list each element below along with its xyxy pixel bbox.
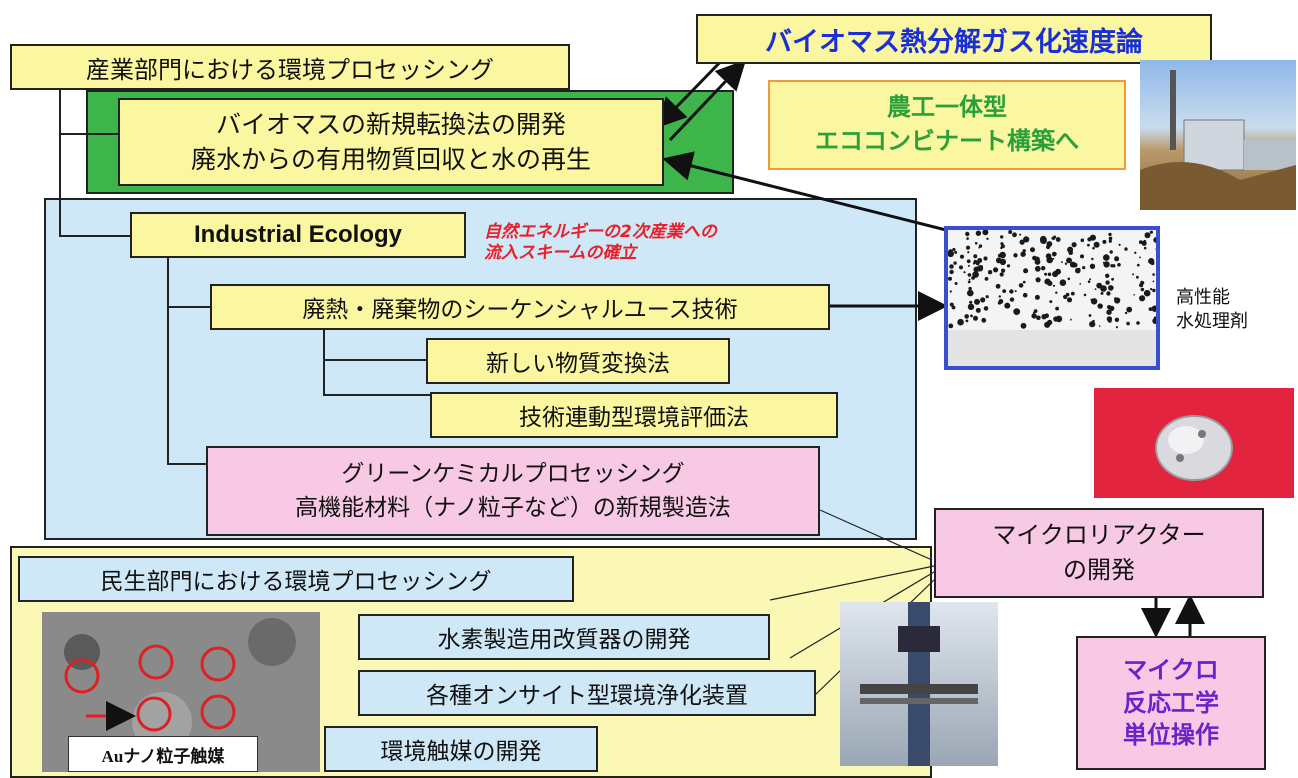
micro-eng-line2: 反応工学 [1123,688,1219,717]
reformer-icon [860,602,978,766]
granules-icon [948,230,1156,366]
red-note: 自然エネルギーの2次産業への 流入スキームの確立 [484,222,844,265]
biomass-box: バイオマスの新規転換法の開発 廃水からの有用物質回収と水の再生 [118,98,664,186]
micro-device-photo [1094,388,1294,498]
hydrogen-box: 水素製造用改質器の開発 [358,614,770,660]
green-chem-line1: グリーンケミカルプロセッシング [341,460,685,487]
micro-eng-line1: マイクロ [1123,656,1219,685]
micro-reactor-line1: マイクロリアクター [992,521,1206,550]
factory-icon [1140,70,1296,210]
water-agent-photo [944,226,1160,370]
industrial-sector-box: 産業部門における環境プロセッシング [10,44,570,90]
catalyst-dev-box: 環境触媒の開発 [324,726,598,772]
factory-photo [1140,60,1296,210]
red-note-line2: 流入スキームの確立 [484,243,637,264]
green-chem-line2: 高機能材料（ナノ粒子など）の新規製造法 [295,495,731,521]
micro-eng-box: マイクロ 反応工学 単位操作 [1076,636,1266,770]
onsite-box: 各種オンサイト型環境浄化装置 [358,670,816,716]
agri-line2: エココンビナート構築へ [815,127,1079,155]
reformer-photo [840,602,998,766]
biomass-pyrolysis-title: バイオマス熱分解ガス化速度論 [696,14,1212,64]
green-chem-box: グリーンケミカルプロセッシング 高機能材料（ナノ粒子など）の新規製造法 [206,446,820,536]
agri-industry-box: 農工一体型 エココンビナート構築へ [768,80,1126,170]
industrial-ecology-box: Industrial Ecology [130,212,466,258]
device-icon [1155,415,1233,481]
micro-reactor-box: マイクロリアクター の開発 [934,508,1264,598]
red-note-line1: 自然エネルギーの2次産業への [484,222,717,242]
biomass-line1: バイオマスの新規転換法の開発 [215,110,566,139]
micro-eng-line3: 単位操作 [1123,721,1219,750]
tech-assessment-box: 技術連動型環境評価法 [430,392,838,438]
biomass-line2: 廃水からの有用物質回収と水の再生 [190,145,591,174]
water-agent-line2: 水処理剤 [1176,311,1248,333]
water-agent-label: 高性能 水処理剤 [1176,286,1248,335]
au-label: Auナノ粒子触媒 [68,736,258,772]
new-conversion-box: 新しい物質変換法 [426,338,730,384]
civil-sector-box: 民生部門における環境プロセッシング [18,556,574,602]
sequential-use-box: 廃熱・廃棄物のシーケンシャルユース技術 [210,284,830,330]
agri-line1: 農工一体型 [887,93,1007,122]
water-agent-line1: 高性能 [1176,287,1230,308]
micro-reactor-line2: の開発 [1063,556,1135,584]
